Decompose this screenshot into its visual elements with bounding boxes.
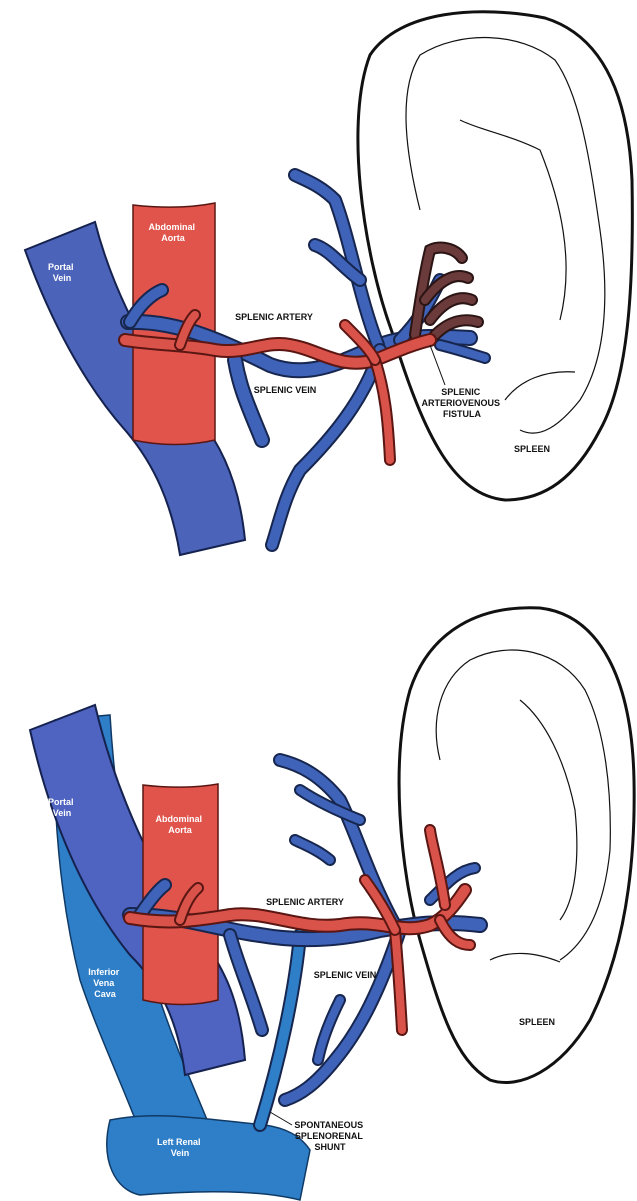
top-splenic-artery-label: SPLENIC ARTERY: [235, 312, 313, 322]
bottom-spleen-label: SPLEEN: [519, 1017, 555, 1027]
top-spleen-label: SPLEEN: [514, 444, 550, 454]
bottom-shunt-pointer: [270, 1112, 292, 1125]
top-splenic-vein-label: SPLENIC VEIN: [254, 385, 317, 395]
top-spleen-outline: [358, 12, 632, 500]
bottom-splenic-artery-label: SPLENIC ARTERY: [266, 897, 344, 907]
bottom-left-renal-vein: [107, 1116, 310, 1200]
bottom-splenic-vein-label: SPLENIC VEIN: [314, 970, 377, 980]
top-panel: Portal Vein Abdominal Aorta SPLENIC ARTE…: [25, 12, 632, 555]
bottom-panel: Portal Vein Abdominal Aorta SPLENIC ARTE…: [30, 608, 634, 1200]
